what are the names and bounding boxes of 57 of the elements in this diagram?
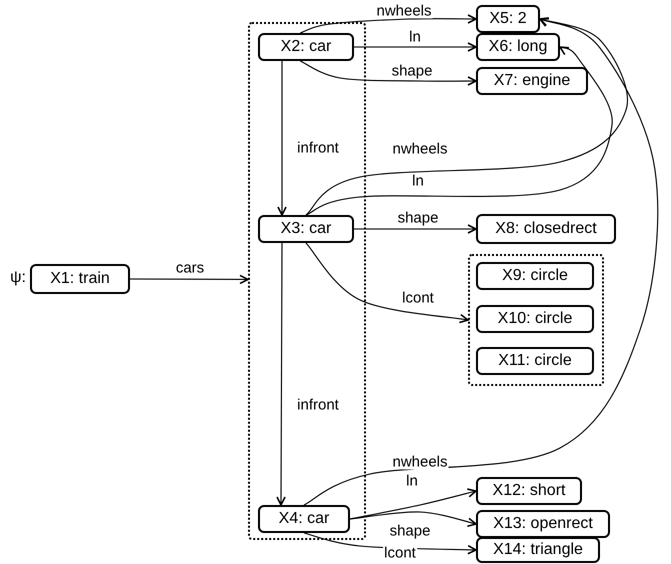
node-label: X10: circle xyxy=(498,311,572,327)
node-label: X3: car xyxy=(280,221,332,237)
node-box xyxy=(476,33,560,61)
edge-label: shape xyxy=(390,64,434,78)
arrow xyxy=(354,42,477,52)
edge-label: lcont xyxy=(401,290,435,306)
dotted-group-box xyxy=(248,22,366,540)
node-box xyxy=(258,215,354,243)
edge-label: ln xyxy=(405,474,419,488)
node-label: X8: closedrect xyxy=(495,221,597,237)
arrow xyxy=(306,46,613,216)
arrow xyxy=(304,17,658,506)
node-label: X13: openrect xyxy=(493,516,593,532)
node-label: X11: circle xyxy=(498,353,572,369)
node-label: X12: short xyxy=(492,483,566,499)
node-box xyxy=(30,264,130,294)
arrow xyxy=(354,224,477,234)
edge-label: ln xyxy=(408,30,422,44)
node-label: X4: car xyxy=(278,511,330,527)
arrow xyxy=(300,14,477,34)
node-box xyxy=(258,505,350,533)
node-label: X7: engine xyxy=(494,73,570,89)
node-label: X14: triangle xyxy=(493,542,583,558)
edge-label: infront xyxy=(296,398,340,412)
node-box xyxy=(476,262,594,290)
node-box xyxy=(476,214,616,244)
arrow xyxy=(306,16,628,216)
edge-label: nwheels xyxy=(391,454,449,470)
arrow xyxy=(130,274,249,284)
node-label: X2: car xyxy=(280,39,332,55)
node-label: X6: long xyxy=(488,39,548,55)
edge-label: lcont xyxy=(383,546,417,560)
node-box xyxy=(476,347,594,375)
arrow xyxy=(300,60,477,86)
node-label: X5: 2 xyxy=(489,11,527,27)
edge-label: nwheels xyxy=(391,142,449,156)
arrow xyxy=(276,243,286,506)
node-box xyxy=(476,510,610,538)
node-box xyxy=(476,5,540,33)
edge-label: shape xyxy=(396,210,440,226)
edge-label: nwheels xyxy=(375,4,433,18)
arrow xyxy=(350,488,477,520)
edge-label: shape xyxy=(388,524,432,538)
node-label: X1: train xyxy=(50,271,110,287)
node-box xyxy=(476,477,582,505)
node-label: X9: circle xyxy=(502,268,568,284)
edge-label: ln xyxy=(411,174,425,188)
arrow xyxy=(277,61,287,216)
arrow xyxy=(306,242,469,324)
node-box xyxy=(258,33,354,61)
node-box xyxy=(476,305,594,333)
arrow xyxy=(350,511,477,527)
edge-label: infront xyxy=(296,140,340,156)
node-box xyxy=(476,67,588,95)
node-caption: ψ: xyxy=(10,270,26,286)
node-box xyxy=(476,537,600,563)
dotted-group-box xyxy=(468,254,604,386)
